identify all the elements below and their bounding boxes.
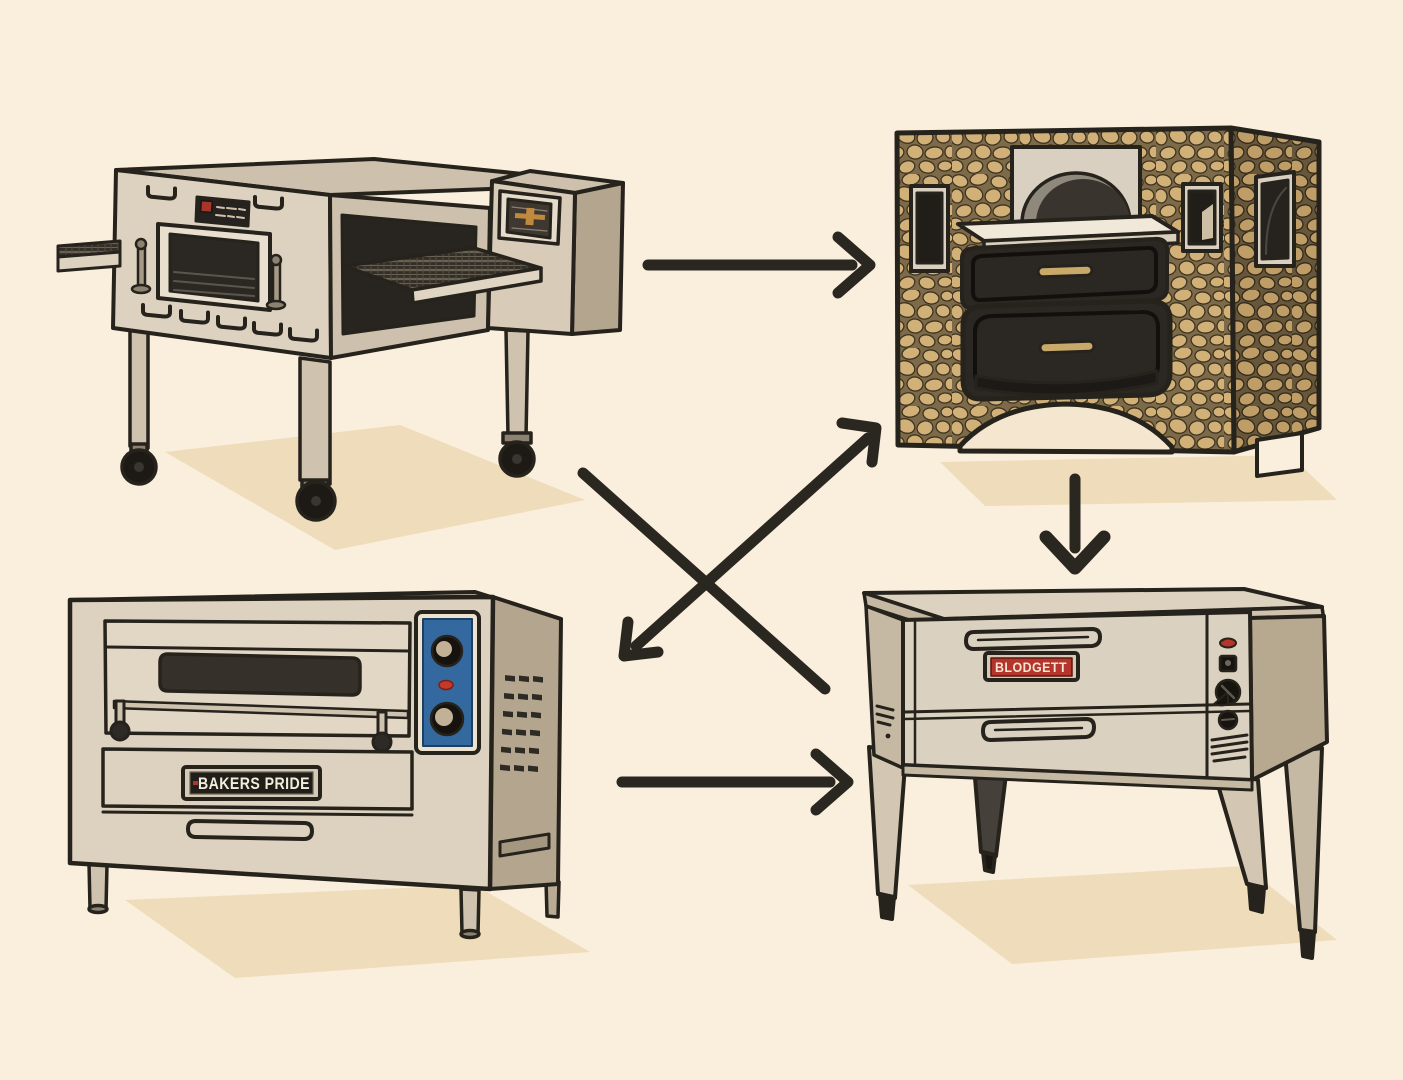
brick-side-window bbox=[1254, 170, 1296, 268]
blodgett-left-panel bbox=[864, 604, 905, 770]
conveyor-exit-belt bbox=[342, 246, 543, 305]
bakers-side-vents bbox=[498, 675, 551, 858]
bakers-side-slot bbox=[498, 832, 551, 858]
conveyor-oven bbox=[56, 157, 625, 522]
bakers-handle-bar[interactable] bbox=[112, 699, 410, 720]
bakers-control-panel bbox=[414, 610, 481, 755]
brass-handle[interactable] bbox=[1038, 339, 1096, 355]
blodgett-base bbox=[901, 763, 1254, 792]
indicator-light bbox=[438, 679, 454, 691]
bakers-handle-ends bbox=[109, 699, 393, 753]
shadow-brick-oven bbox=[940, 455, 1337, 506]
arrowhead-right-icon bbox=[810, 748, 854, 816]
screen-graphics bbox=[514, 207, 546, 226]
brick-right-vent bbox=[1181, 182, 1223, 253]
blodgett-vent-lines bbox=[1210, 733, 1249, 763]
conveyor-brand-plate bbox=[194, 195, 251, 228]
arrows bbox=[577, 231, 1111, 816]
brand-logo-icon bbox=[199, 199, 214, 214]
bakers-lower-door: BAKERS PRIDE bbox=[101, 747, 414, 811]
blodgett-nameplate: BLODGETT bbox=[983, 651, 1080, 682]
brick-oven bbox=[894, 125, 1322, 478]
blodgett-control-strip bbox=[1210, 637, 1249, 763]
ground-shadows bbox=[125, 425, 1337, 978]
shadow-conveyor-oven bbox=[165, 425, 585, 550]
bakers-pride-label: BAKERS PRIDE bbox=[198, 775, 310, 793]
blodgett-left-vents bbox=[875, 704, 895, 739]
shadow-bakers-pride bbox=[125, 885, 590, 978]
arrowhead-right-icon bbox=[832, 231, 876, 299]
arrow-bakers-brick-bidirectional bbox=[618, 417, 882, 662]
conveyor-window bbox=[156, 222, 272, 312]
conveyor-control-tower bbox=[486, 169, 625, 336]
arrow-conveyor-to-brick bbox=[642, 231, 876, 299]
arrow-bakers-to-blodgett bbox=[616, 748, 854, 816]
brick-dome-panel bbox=[1010, 145, 1142, 225]
brick-side-notch bbox=[1255, 431, 1304, 478]
blodgett-label: BLODGETT bbox=[995, 660, 1067, 675]
bakers-bottom-drawer bbox=[101, 810, 414, 841]
conveyor-handles bbox=[141, 185, 319, 343]
bakers-window bbox=[158, 652, 362, 697]
blodgett-deck-oven: BLODGETT bbox=[862, 587, 1329, 960]
arrowhead-down-icon bbox=[1039, 530, 1111, 575]
arrowhead-up-right-icon bbox=[836, 417, 882, 468]
arrowhead-down-left-icon bbox=[618, 616, 664, 662]
brick-upper-deck bbox=[956, 214, 1180, 311]
conveyor-oven-legs bbox=[120, 326, 536, 522]
line-conveyor-to-blodgett bbox=[577, 467, 831, 695]
brick-left-vent bbox=[909, 184, 950, 273]
brand-scribble-text bbox=[215, 206, 246, 219]
brick-arch-opening bbox=[957, 401, 1175, 455]
bakers-drawer-handle[interactable] bbox=[186, 819, 314, 841]
brass-handle[interactable] bbox=[1036, 263, 1094, 279]
conveyor-door-rods bbox=[130, 237, 287, 311]
bakers-pride-deck-oven: BAKERS PRIDE bbox=[67, 590, 563, 940]
conveyor-left-shelf bbox=[56, 239, 122, 273]
brick-lower-door bbox=[960, 298, 1173, 402]
bakers-pride-nameplate: BAKERS PRIDE bbox=[181, 765, 322, 801]
arrow-brick-to-blodgett bbox=[1039, 473, 1111, 575]
shadow-blodgett bbox=[908, 866, 1337, 964]
bakers-upper-door bbox=[103, 619, 412, 753]
